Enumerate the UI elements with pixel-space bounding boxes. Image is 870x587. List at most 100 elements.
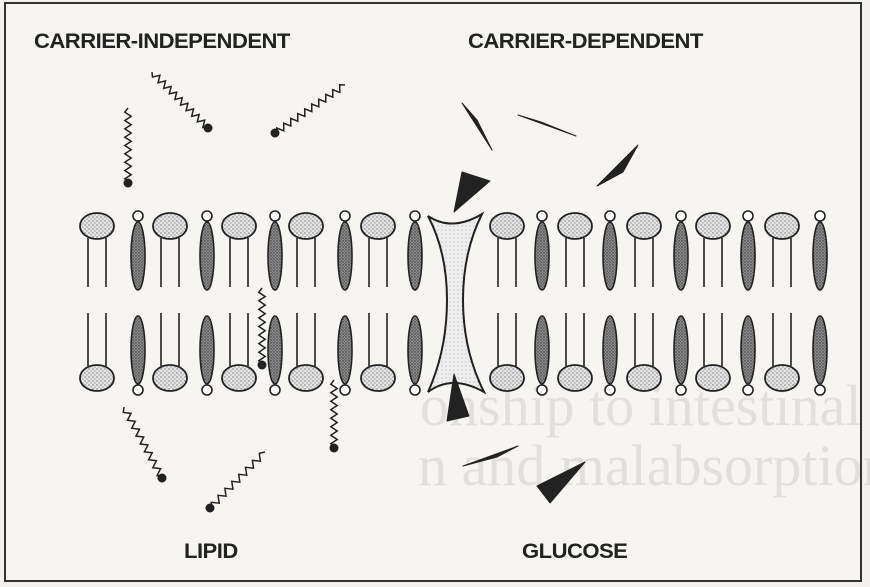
lipid-head	[158, 474, 167, 483]
lipid-chain	[152, 72, 210, 128]
phospholipid	[765, 213, 799, 287]
glucose-molecule	[518, 115, 576, 136]
glucose-molecule	[463, 446, 518, 466]
carrier-protein-shape	[428, 214, 484, 392]
sterol-ring	[813, 316, 827, 384]
phospholipid	[558, 313, 592, 391]
hydroxyl-head	[270, 211, 280, 221]
cholesterol	[535, 211, 549, 290]
hydroxyl-head	[815, 385, 825, 395]
hydroxyl-head	[676, 211, 686, 221]
glucose-molecule	[597, 145, 638, 186]
hydroxyl-head	[202, 385, 212, 395]
cholesterol	[741, 211, 755, 290]
phospholipid	[696, 213, 730, 287]
phospholipid-head	[696, 213, 730, 239]
phospholipid-head	[361, 365, 395, 391]
hydroxyl-head	[605, 385, 615, 395]
phospholipid-head	[361, 213, 395, 239]
phospholipid-head	[153, 365, 187, 391]
phospholipid	[490, 313, 524, 391]
hydroxyl-head	[537, 211, 547, 221]
lipid-molecule	[123, 407, 166, 483]
lipid-chain	[259, 288, 265, 365]
cholesterol	[200, 211, 214, 290]
cholesterol	[603, 211, 617, 290]
cholesterol	[131, 316, 145, 395]
lipid-chain	[277, 85, 345, 136]
sterol-ring	[200, 316, 214, 384]
cholesterol	[408, 316, 422, 395]
lipid-chain	[123, 407, 165, 477]
cholesterol	[674, 211, 688, 290]
lipid-molecule	[124, 108, 133, 188]
glucose-molecule	[537, 462, 585, 503]
phospholipid	[80, 213, 114, 287]
phospholipid	[289, 213, 323, 287]
hydroxyl-head	[133, 211, 143, 221]
cholesterol	[813, 211, 827, 290]
glucose-molecule	[462, 103, 492, 150]
lipid-molecule	[152, 72, 213, 133]
phospholipid-head	[765, 213, 799, 239]
phospholipid-head	[765, 365, 799, 391]
sterol-ring	[741, 222, 755, 290]
lipid-head	[204, 124, 213, 133]
phospholipid	[222, 213, 256, 287]
sterol-ring	[338, 316, 352, 384]
sterol-ring	[408, 316, 422, 384]
cholesterol	[200, 316, 214, 395]
phospholipid-head	[80, 213, 114, 239]
phospholipid	[80, 313, 114, 391]
phospholipid-head	[558, 213, 592, 239]
phospholipid-head	[289, 365, 323, 391]
phospholipid	[558, 213, 592, 287]
phospholipid-head	[222, 365, 256, 391]
cholesterol	[603, 316, 617, 395]
cholesterol	[268, 316, 282, 395]
hydroxyl-head	[743, 385, 753, 395]
sterol-ring	[200, 222, 214, 290]
cholesterol	[674, 316, 688, 395]
phospholipid	[222, 313, 256, 391]
sterol-ring	[741, 316, 755, 384]
hydroxyl-head	[537, 385, 547, 395]
carrier-independent-label: CARRIER-INDEPENDENT	[34, 30, 290, 54]
cholesterol	[408, 211, 422, 290]
phospholipid	[490, 213, 524, 287]
glucose-molecule	[454, 172, 490, 212]
cholesterol	[813, 316, 827, 395]
sterol-ring	[674, 222, 688, 290]
phospholipid	[361, 213, 395, 287]
phospholipid-head	[490, 213, 524, 239]
sterol-ring	[408, 222, 422, 290]
lipid-chain	[125, 108, 131, 183]
carrier-dependent-label: CARRIER-DEPENDENT	[468, 30, 703, 54]
phospholipid	[153, 213, 187, 287]
lipid-head	[330, 444, 339, 453]
glucose-label: GLUCOSE	[522, 540, 627, 564]
phospholipid-head	[696, 365, 730, 391]
cholesterol	[338, 211, 352, 290]
hydroxyl-head	[340, 385, 350, 395]
phospholipid	[361, 313, 395, 391]
phospholipid-head	[627, 213, 661, 239]
glucose-carrier-protein	[428, 214, 484, 392]
hydroxyl-head	[676, 385, 686, 395]
phospholipid-head	[222, 213, 256, 239]
lipid-label: LIPID	[184, 540, 238, 564]
phospholipid	[765, 313, 799, 391]
glucose-molecules	[447, 103, 638, 503]
lipid-chain	[331, 380, 337, 448]
sterol-ring	[535, 316, 549, 384]
cholesterol	[268, 211, 282, 290]
lipid-head	[124, 179, 133, 188]
hydroxyl-head	[133, 385, 143, 395]
cholesterol	[131, 211, 145, 290]
hydroxyl-head	[270, 385, 280, 395]
sterol-ring	[674, 316, 688, 384]
sterol-ring	[813, 222, 827, 290]
lipid-head	[258, 361, 267, 370]
